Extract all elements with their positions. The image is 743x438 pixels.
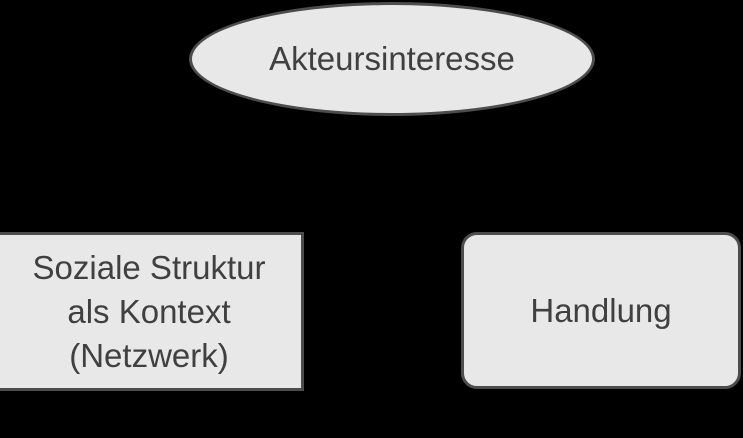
label-line-3: (Netzwerk) <box>69 336 229 374</box>
node-soziale-struktur: Soziale Struktur als Kontext (Netzwerk) <box>0 232 304 391</box>
node-handlung: Handlung <box>461 232 741 389</box>
node-akteursinteresse: Akteursinteresse <box>189 2 595 116</box>
label-line-2: als Kontext <box>67 292 231 330</box>
node-handlung-label: Handlung <box>530 291 672 329</box>
label-line-1: Soziale Struktur <box>32 248 266 286</box>
node-soziale-struktur-label: Soziale Struktur als Kontext (Netzwerk) <box>33 246 266 378</box>
node-akteursinteresse-label: Akteursinteresse <box>269 40 515 77</box>
